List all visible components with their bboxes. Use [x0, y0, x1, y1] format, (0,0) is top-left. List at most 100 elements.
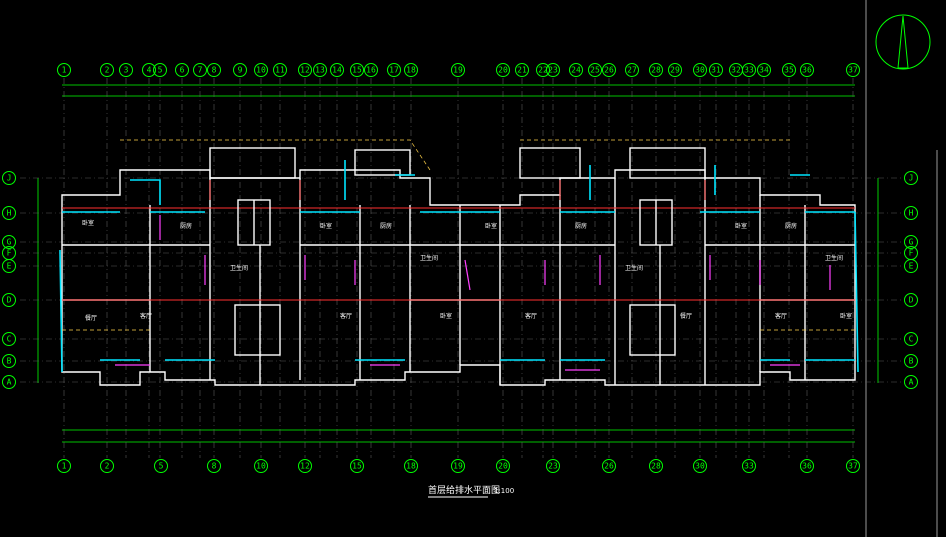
grid-bubble-bottom-23: 23 [546, 459, 560, 473]
room-label: 卧室 [320, 222, 332, 230]
grid-bubble-bottom-5: 5 [154, 459, 168, 473]
grid-bubble-top-15: 15 [350, 63, 364, 77]
room-label: 厨房 [575, 222, 587, 230]
svg-text:8: 8 [212, 462, 217, 471]
svg-text:8: 8 [212, 66, 217, 75]
grid-bubble-top-29: 29 [668, 63, 682, 77]
dimension-lines [37, 84, 879, 443]
room-labels: 卧室客厅厨房卫生间餐厅卧室客厅厨房卫生间卧室卧室客厅厨房卫生间餐厅卧室客厅厨房卫… [82, 219, 852, 322]
grid-bubble-top-33: 33 [742, 63, 756, 77]
svg-text:21: 21 [517, 66, 527, 75]
svg-text:16: 16 [366, 66, 376, 75]
svg-text:1: 1 [62, 66, 67, 75]
svg-text:G: G [909, 238, 914, 247]
svg-text:22: 22 [538, 66, 548, 75]
grid-bubble-bottom-8: 8 [207, 459, 221, 473]
svg-text:J: J [7, 174, 12, 183]
grid-bubble-top-11: 11 [273, 63, 287, 77]
grid-bubble-right-C: C [904, 332, 918, 346]
svg-text:D: D [7, 296, 12, 305]
svg-text:E: E [7, 262, 12, 271]
grid-bubble-top-37: 37 [846, 63, 860, 77]
grid-bubble-top-28: 28 [649, 63, 663, 77]
svg-text:5: 5 [158, 66, 163, 75]
svg-text:4: 4 [147, 66, 152, 75]
svg-text:H: H [7, 209, 12, 218]
svg-text:B: B [909, 357, 914, 366]
room-label: 卧室 [82, 219, 94, 227]
svg-text:30: 30 [695, 462, 705, 471]
room-label: 客厅 [140, 312, 152, 320]
svg-text:11: 11 [275, 66, 285, 75]
grid-bubble-top-32: 32 [729, 63, 743, 77]
grid-bubble-right-H: H [904, 206, 918, 220]
svg-text:37: 37 [848, 462, 858, 471]
north-arrow [875, 14, 931, 70]
svg-text:15: 15 [352, 462, 362, 471]
grid-bubble-top-3: 3 [119, 63, 133, 77]
svg-text:J: J [909, 174, 914, 183]
svg-text:A: A [909, 378, 914, 387]
drawing-scale: 1:100 [494, 487, 514, 495]
grid-bubble-top-34: 34 [757, 63, 771, 77]
grid-bubble-bottom-20: 20 [496, 459, 510, 473]
grid-bubble-left-G: G [2, 235, 16, 249]
svg-text:35: 35 [784, 66, 794, 75]
svg-text:15: 15 [352, 66, 362, 75]
room-label: 厨房 [380, 222, 392, 230]
room-label: 卫生间 [230, 264, 248, 272]
grid-bubble-left-F: F [2, 246, 16, 260]
svg-text:33: 33 [744, 462, 754, 471]
svg-text:17: 17 [389, 66, 399, 75]
room-label: 卫生间 [625, 264, 643, 272]
grid-bubble-bottom-37: 37 [846, 459, 860, 473]
svg-text:2: 2 [105, 462, 110, 471]
stairs [234, 199, 676, 356]
svg-text:12: 12 [300, 462, 310, 471]
grid-bubble-top-12: 12 [298, 63, 312, 77]
grid-bubble-left-A: A [2, 375, 16, 389]
svg-text:28: 28 [651, 66, 661, 75]
svg-text:10: 10 [256, 462, 266, 471]
drawing-title: 首层给排水平面图 [428, 484, 500, 496]
room-label: 卫生间 [825, 254, 843, 262]
room-label: 卧室 [840, 312, 852, 320]
svg-text:27: 27 [627, 66, 637, 75]
svg-text:1: 1 [62, 462, 67, 471]
axis-lines [20, 78, 905, 458]
room-label: 餐厅 [680, 312, 692, 320]
grid-bubble-top-20: 20 [496, 63, 510, 77]
grid-bubble-top-13: 13 [313, 63, 327, 77]
grid-bubble-top-25: 25 [588, 63, 602, 77]
grid-bubble-bottom-15: 15 [350, 459, 364, 473]
room-label: 客厅 [525, 312, 537, 320]
svg-text:18: 18 [406, 462, 416, 471]
svg-text:36: 36 [802, 462, 812, 471]
svg-text:G: G [7, 238, 12, 247]
grid-bubble-left-B: B [2, 354, 16, 368]
grid-bubble-top-16: 16 [364, 63, 378, 77]
svg-text:20: 20 [498, 66, 508, 75]
svg-text:6: 6 [180, 66, 185, 75]
grid-bubble-top-21: 21 [515, 63, 529, 77]
floor-plan [59, 139, 859, 386]
svg-text:26: 26 [604, 462, 614, 471]
grid-bubble-bottom-18: 18 [404, 459, 418, 473]
svg-text:D: D [909, 296, 914, 305]
grid-bubble-top-27: 27 [625, 63, 639, 77]
room-label: 客厅 [340, 312, 352, 320]
svg-text:25: 25 [590, 66, 600, 75]
svg-text:30: 30 [695, 66, 705, 75]
grid-bubble-right-F: F [904, 246, 918, 260]
grid-bubble-top-7: 7 [193, 63, 207, 77]
grid-bubble-top-30: 30 [693, 63, 707, 77]
grid-bubble-right-E: E [904, 259, 918, 273]
grid-bubble-bottom-36: 36 [800, 459, 814, 473]
grid-bubble-top-26: 26 [602, 63, 616, 77]
svg-text:F: F [909, 249, 914, 258]
grid-bubble-bottom-26: 26 [602, 459, 616, 473]
svg-text:28: 28 [651, 462, 661, 471]
room-label: 厨房 [785, 222, 797, 230]
grid-bubble-top-18: 18 [404, 63, 418, 77]
